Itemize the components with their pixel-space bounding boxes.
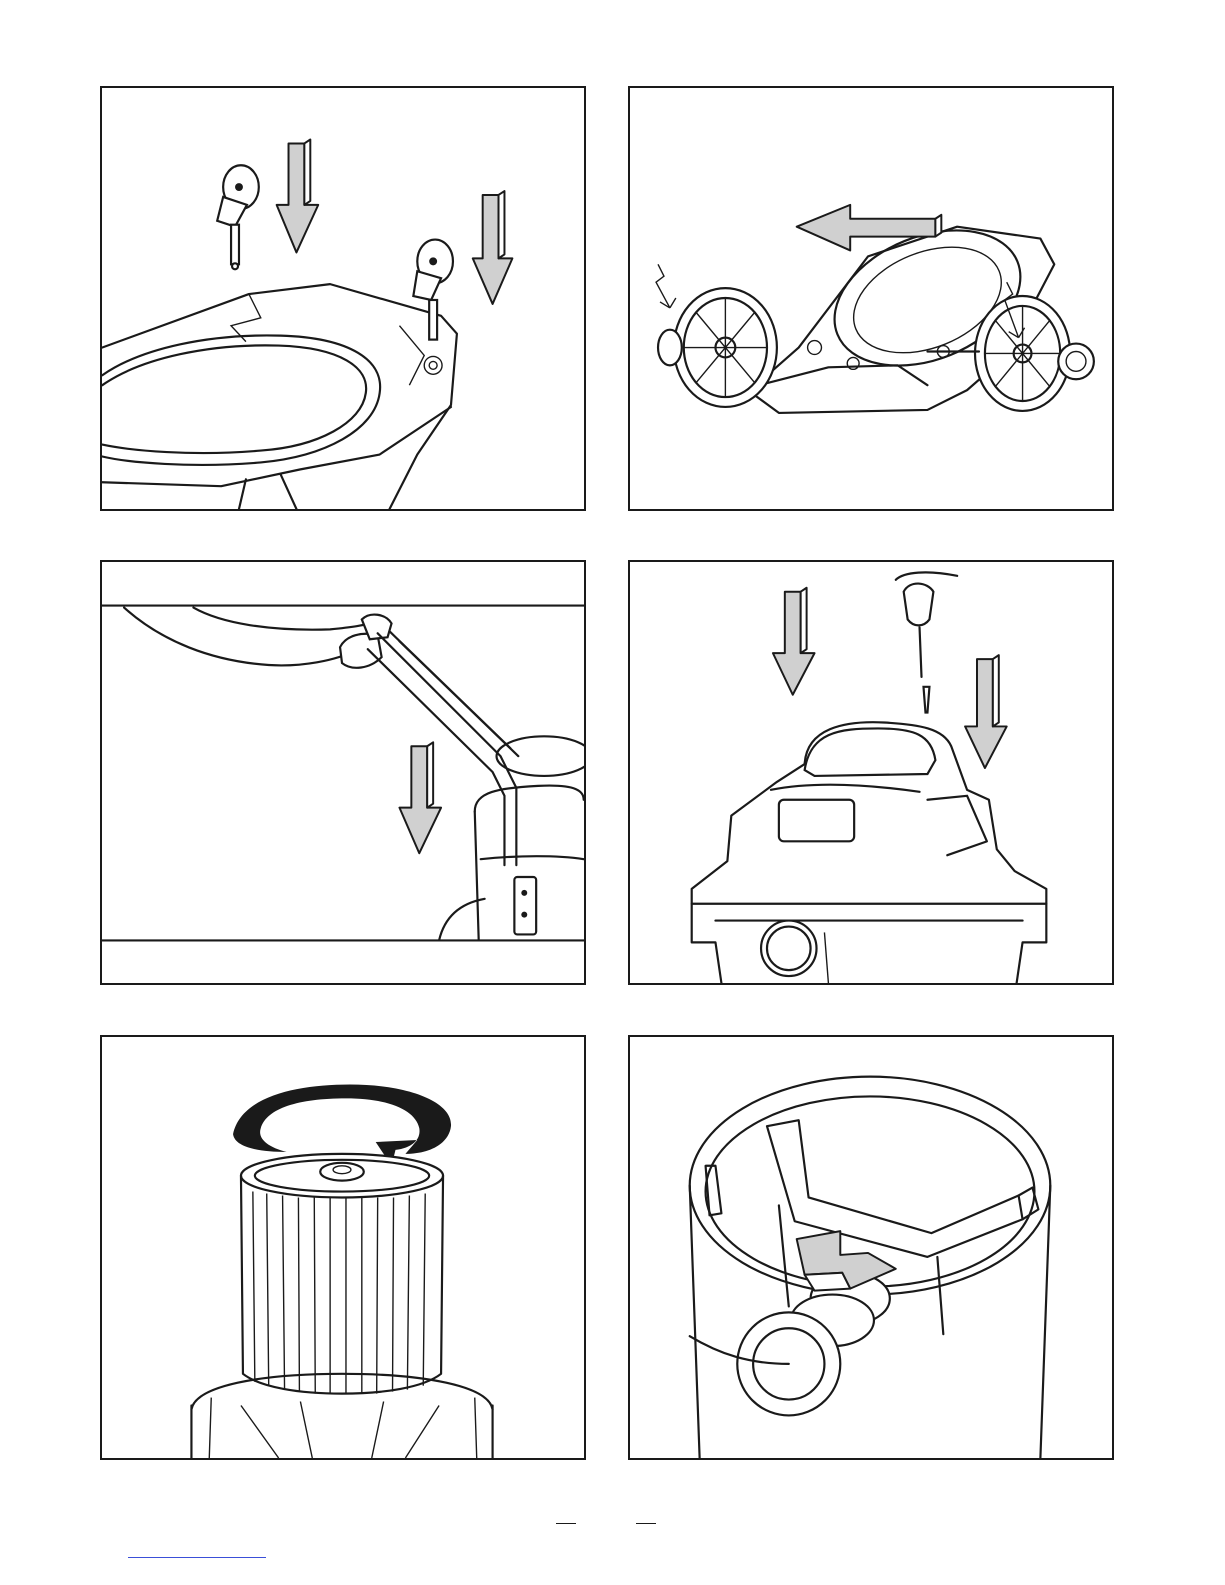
down-arrow-icon	[773, 588, 815, 695]
page-number-dash-right	[636, 1523, 656, 1524]
caster-installation-drawing	[102, 88, 584, 509]
caster-installation-illustration	[100, 86, 586, 511]
rear-wheel-right-icon	[975, 296, 1094, 411]
down-arrow-icon	[473, 191, 513, 304]
page-number-dash-left	[556, 1523, 576, 1524]
handle-insertion-drawing	[102, 562, 584, 983]
left-arrow-icon	[797, 205, 942, 251]
cartridge-filter-twist-illustration	[100, 1035, 586, 1460]
caster-right-icon	[413, 240, 453, 340]
handle-insertion-illustration	[100, 560, 586, 985]
down-arrow-icon	[277, 140, 319, 253]
rear-wheel-axle-illustration	[628, 86, 1114, 511]
caster-left-icon	[217, 165, 259, 269]
tank-float-cage-drawing	[630, 1037, 1112, 1458]
filter-pleats	[253, 1192, 425, 1394]
down-arrow-icon	[399, 742, 441, 853]
rear-wheel-left-icon	[658, 288, 777, 407]
rear-wheel-axle-drawing	[630, 88, 1112, 509]
down-arrow-icon	[965, 655, 1007, 768]
cartridge-filter-twist-drawing	[102, 1037, 584, 1458]
footer-link-underline	[128, 1557, 266, 1558]
tank-float-cage-illustration	[628, 1035, 1114, 1460]
motor-head-screw-drawing	[630, 562, 1112, 983]
motor-head-screw-illustration	[628, 560, 1114, 985]
